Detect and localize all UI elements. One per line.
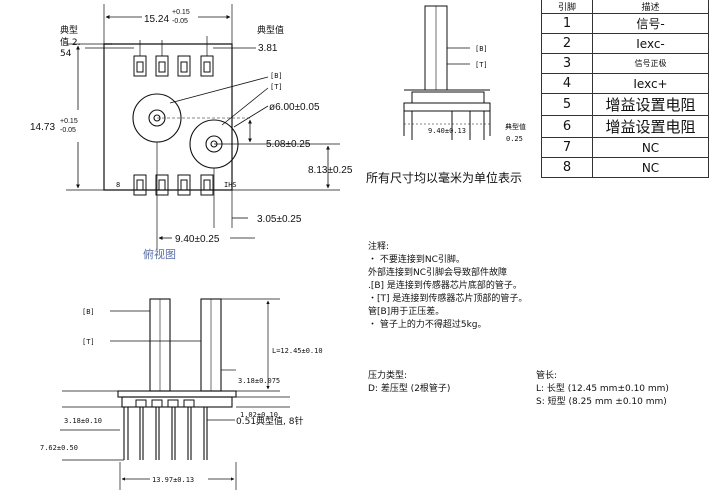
note-line: .[B] 是连接到传感器芯片底部的管子。	[368, 281, 522, 291]
pressure-type-title: 压力类型:	[368, 371, 408, 381]
pin-number: 3	[541, 53, 593, 74]
pin-description: NC	[592, 157, 709, 178]
small-t-port-label: [T]	[475, 61, 488, 69]
small-port-x-dimension: 9.40±0.13	[428, 127, 466, 135]
pin-number: 6	[541, 115, 593, 138]
width-tol-plus: +0.15	[172, 9, 190, 16]
height-dimension: 14.73	[30, 122, 55, 133]
pin-number: 7	[541, 137, 593, 158]
pin-column-header: 引脚	[541, 0, 593, 14]
top-b-port-label: [B]	[270, 72, 283, 80]
side-view	[117, 298, 237, 460]
side-view-dimensions	[60, 298, 290, 490]
pin-number: 5	[541, 93, 593, 116]
typ-right-value: 3.81	[258, 43, 278, 54]
notes-title: 注释:	[368, 242, 390, 252]
pin-number: 4	[541, 73, 593, 94]
note-line: ・[T] 是连接到传感器芯片顶部的管子。	[368, 294, 528, 304]
side-view-small	[403, 5, 491, 140]
pin-description: 信号正极	[592, 53, 709, 74]
description-column-header: 描述	[592, 0, 709, 14]
pin-number: 1	[541, 13, 593, 34]
top-pin-row	[133, 55, 214, 77]
pin-spec: 0.51典型值, 8针	[236, 415, 304, 427]
typ-left-label-2: 值 2.	[60, 36, 80, 48]
bottom-pin-row	[133, 174, 214, 196]
port-offset: 8.13±0.25	[308, 165, 353, 176]
pin-description: Iexc+	[592, 73, 709, 94]
small-typ-value: 0.25	[506, 135, 523, 143]
pin-length-dimension: 7.62±0.50	[40, 444, 78, 452]
tube-length-short: S: 短型 (8.25 mm ±0.10 mm)	[536, 397, 667, 407]
typ-right-label: 典型值	[257, 24, 284, 36]
small-b-port-label: [B]	[475, 45, 488, 53]
pin-number: 2	[541, 33, 593, 54]
pin8-marker: 8	[116, 181, 120, 189]
side-b-port-label: [B]	[82, 308, 95, 316]
note-line: 外部连接到NC引脚会导致部件故障	[368, 268, 508, 278]
port-x-dimension: 9.40±0.25	[175, 234, 220, 245]
tube-length-dimension: L=12.45±0.10	[272, 347, 323, 355]
pin-description: 增益设置电阻	[592, 115, 709, 138]
pin-number: 8	[541, 157, 593, 178]
port-spacing: 5.08±0.25	[266, 139, 311, 150]
pin-table-header: 引脚 描述	[541, 0, 709, 14]
side-t-port-label: [T]	[82, 338, 95, 346]
body-height-dimension: 3.18±0.10	[64, 417, 102, 425]
typ-left-label-3: 54	[60, 49, 72, 59]
width-tol-minus: -0.05	[172, 18, 188, 25]
top-t-port-label: [T]	[270, 83, 283, 91]
height-tol-minus: -0.05	[60, 127, 76, 134]
pin-description: NC	[592, 137, 709, 158]
pin-description: 信号-	[592, 13, 709, 34]
port-diameter: ø6.00±0.05	[269, 102, 320, 113]
pin-description: 增益设置电阻	[592, 93, 709, 116]
tube-offset-dimension: 3.18±0.075	[238, 377, 280, 385]
small-typ-label: 典型值	[505, 122, 526, 131]
body-width-dimension: 13.97±0.13	[152, 476, 194, 484]
pin-description: Iexc-	[592, 33, 709, 54]
typ-left-label-1: 典型	[60, 24, 78, 36]
note-line: 管[B]用于正压差。	[368, 307, 445, 317]
width-dimension: 15.24	[144, 14, 169, 25]
height-tol-plus: +0.15	[60, 118, 78, 125]
tube-length-title: 管长:	[536, 371, 558, 381]
note-line: ・ 管子上的力不得超过5kg。	[368, 320, 487, 330]
note-line: ・ 不要连接到NC引脚。	[368, 255, 465, 265]
base-offset-dimension: 1.02±0.10	[240, 411, 278, 419]
top-view-caption: 俯视图	[143, 247, 176, 261]
pressure-type-value: D: 差压型 (2根管子)	[368, 384, 451, 394]
top-view: 15.24 +0.15 -0.05 典型 值 2. 54 典型值 3.81 [B…	[30, 4, 353, 261]
edge-offset: 3.05±0.25	[257, 214, 302, 225]
unit-note: 所有尺寸均以毫米为单位表示	[366, 171, 523, 185]
ihs-marker: IHS	[224, 181, 237, 189]
tube-length-long: L: 长型 (12.45 mm±0.10 mm)	[536, 384, 669, 394]
